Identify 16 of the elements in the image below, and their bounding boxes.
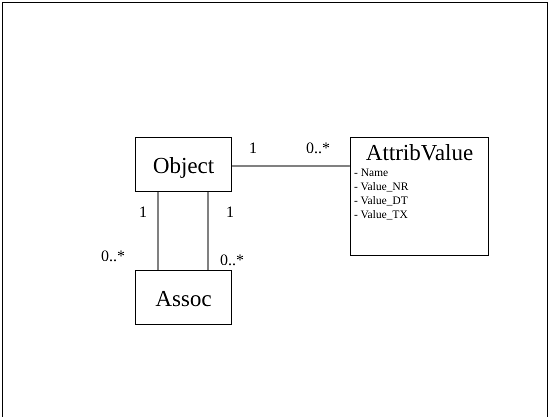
multiplicity-label: 1 (226, 204, 234, 222)
multiplicity-label: 0..* (101, 248, 125, 266)
class-name: AttribValue (364, 140, 474, 166)
class-box (135, 137, 232, 192)
attribute-text: - Value_DT (353, 194, 408, 208)
multiplicity-label: 0..* (306, 140, 330, 158)
class-box (135, 270, 232, 325)
class-name: Assoc (155, 286, 212, 312)
attribute-text: - Value_NR (353, 180, 408, 194)
attribute-text: - Value_TX (353, 208, 408, 222)
class-box (350, 137, 489, 256)
multiplicity-label: 1 (139, 204, 147, 222)
class-name: Object (152, 152, 214, 178)
attribute-text: - Name (353, 166, 388, 180)
multiplicity-label: 0..* (220, 252, 244, 270)
multiplicity-label: 1 (249, 140, 257, 158)
